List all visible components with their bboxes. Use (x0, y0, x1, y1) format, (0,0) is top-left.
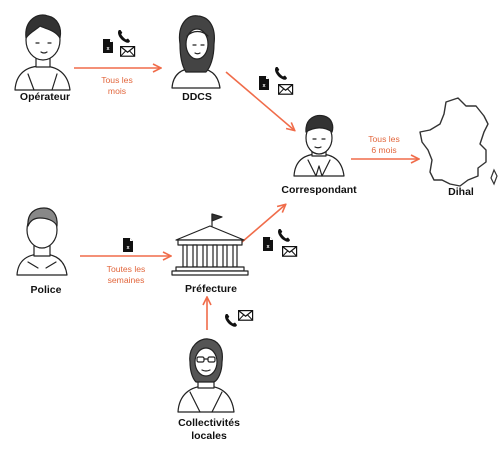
edge-label-line: Toutes les (106, 264, 146, 274)
police-person-icon (16, 207, 68, 276)
node-label-police: Police (30, 284, 62, 296)
edge-icons-prefecture-correspondant (263, 229, 298, 257)
node-label-ddcs: DDCS (182, 91, 212, 103)
phone-icon (225, 314, 237, 327)
node-label-operateur: Opérateur (19, 91, 71, 103)
edge-label-operateur-ddcs: Tous les mois (101, 75, 133, 96)
collectivites-person-icon (177, 338, 235, 413)
phone-icon (278, 229, 290, 242)
mail-icon (238, 310, 254, 321)
node-label-collectivites-line1: Collectivités (178, 417, 240, 429)
edge-icons-collectivites-prefecture (225, 310, 254, 327)
edge-label-police-prefecture: Toutes les semaines (107, 264, 146, 285)
phone-icon (118, 30, 130, 43)
edge-icons-police-prefecture (123, 238, 133, 252)
arrow-ddcs-correspondant (225, 71, 294, 130)
mail-icon (282, 246, 298, 257)
edge-label-line: 6 mois (371, 144, 397, 155)
node-label-dihal: Dihal (448, 186, 474, 198)
node-label-collectivites-line2: locales (191, 429, 227, 442)
node-label-collectivites: Collectivités locales (178, 417, 240, 442)
france-map-icon (419, 97, 498, 187)
edge-label-correspondant-dihal: Tous les 6 mois (368, 134, 400, 155)
ddcs-person-icon (171, 15, 221, 89)
node-label-prefecture: Préfecture (185, 283, 237, 295)
edge-label-line: semaines (107, 274, 145, 285)
node-label-correspondant: Correspondant (281, 184, 357, 196)
mail-icon (278, 83, 294, 95)
file-icon (259, 76, 269, 90)
mail-icon (119, 45, 136, 57)
arrow-prefecture-correspondant (241, 205, 285, 243)
phone-icon (275, 67, 287, 80)
file-icon (103, 39, 113, 53)
operateur-person-icon (14, 14, 71, 91)
edge-icons-ddcs-correspondant (259, 67, 294, 95)
file-icon (123, 238, 133, 252)
prefecture-building-icon (171, 213, 249, 276)
edge-label-line: mois (107, 85, 127, 96)
file-icon (263, 237, 273, 251)
edge-label-line: Tous les (101, 75, 133, 85)
correspondant-person-icon (293, 114, 345, 177)
edge-label-line: Tous les (368, 134, 400, 144)
edge-icons-operateur-ddcs (103, 30, 136, 57)
